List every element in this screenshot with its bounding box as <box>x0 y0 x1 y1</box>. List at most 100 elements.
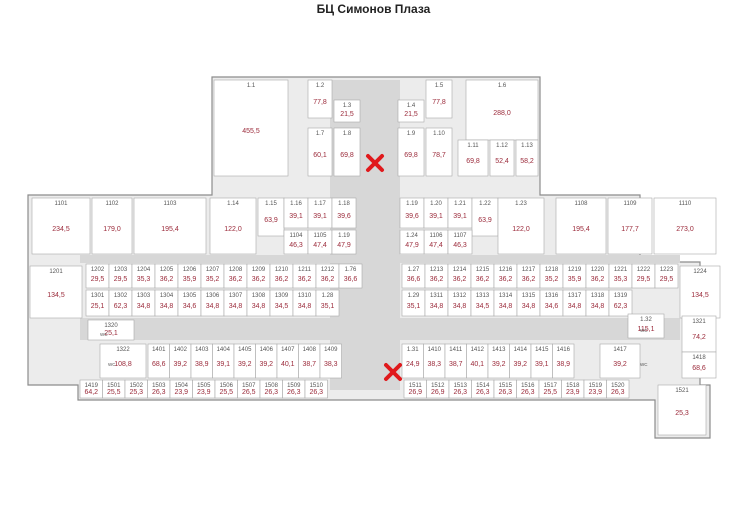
room-1.9[interactable]: 1.969,8 <box>397 127 425 177</box>
room-1.7[interactable]: 1.760,1 <box>307 127 333 177</box>
room-1.3[interactable]: 1.321,5 <box>333 99 361 123</box>
room-1.8[interactable]: 1.869,8 <box>333 127 361 177</box>
room-1.5[interactable]: 1.577,8 <box>425 79 453 119</box>
room-1.4[interactable]: 1.421,5 <box>397 99 425 123</box>
